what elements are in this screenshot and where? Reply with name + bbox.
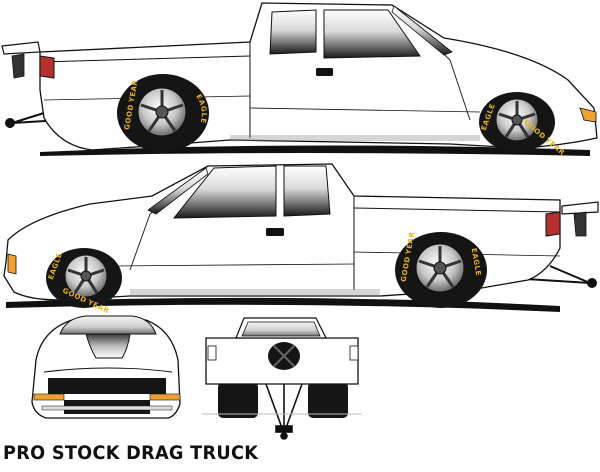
- rear-glass: [241, 321, 321, 337]
- rear-slick-right: [308, 382, 348, 418]
- headlight: [579, 107, 597, 123]
- front-skinny-wheel: GOOD YEAR EAGLE: [479, 92, 566, 157]
- rear-spoiler: [561, 201, 599, 215]
- side-window: [323, 9, 421, 59]
- grille: [48, 378, 166, 394]
- wheelie-bar: [265, 383, 303, 440]
- rear-window: [269, 9, 317, 55]
- rear-spoiler: [1, 41, 41, 55]
- door-handle: [316, 68, 333, 76]
- side-view-truck-left: GOOD YEAR EAGLE GOOD YEAR EAGLE: [3, 163, 599, 315]
- taillight-left: [207, 345, 217, 361]
- headlight-left: [33, 393, 65, 401]
- taillight-right: [349, 345, 359, 361]
- hood-scoop: [85, 333, 131, 359]
- rear-drag-slick: GOOD YEAR EAGLE: [395, 231, 487, 308]
- door-handle: [266, 228, 284, 236]
- page-caption: PRO STOCK DRAG TRUCK: [3, 442, 259, 464]
- front-view-truck: [31, 315, 181, 419]
- side-view-truck-right: EAGLE GOOD YEAR GOOD YEAR EAGLE: [1, 2, 598, 157]
- taillight: [39, 55, 55, 79]
- taillight: [545, 211, 561, 237]
- windshield: [59, 315, 157, 335]
- headlight: [7, 253, 17, 275]
- side-window: [172, 165, 277, 219]
- headlight-right: [149, 393, 181, 401]
- rear-window: [283, 165, 331, 217]
- rear-drag-slick: EAGLE GOOD YEAR: [117, 74, 209, 152]
- rear-view-truck: [202, 317, 362, 440]
- rear-slick-left: [218, 382, 258, 418]
- front-skinny-wheel: GOOD YEAR EAGLE: [46, 248, 122, 315]
